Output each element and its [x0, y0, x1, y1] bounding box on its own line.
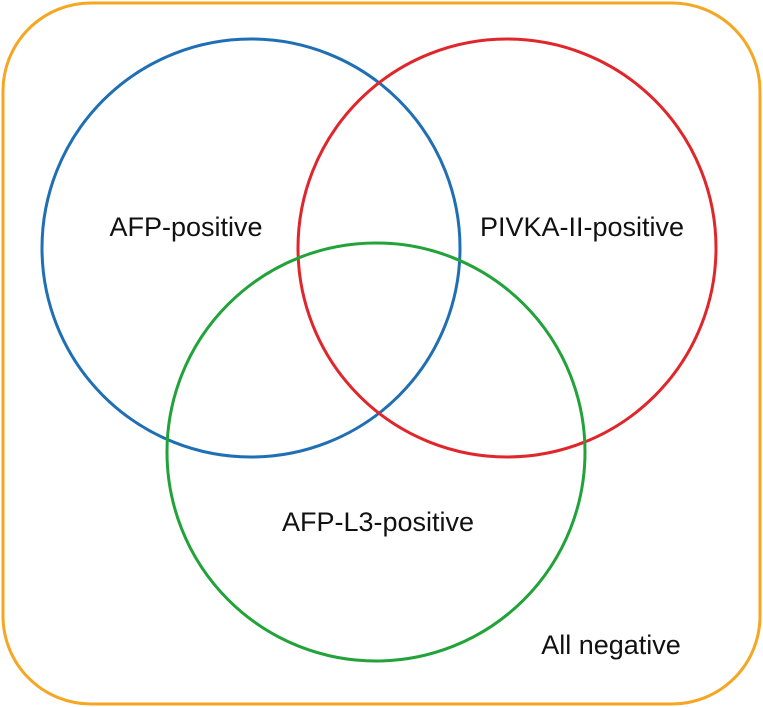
all-negative-label: All negative	[541, 630, 681, 660]
pivka-ii-positive-circle	[296, 37, 718, 459]
afp-l3-positive-label: AFP-L3-positive	[282, 507, 474, 537]
afp-l3-positive-circle	[165, 241, 587, 663]
pivka-ii-positive-label: PIVKA-II-positive	[480, 212, 684, 242]
afp-positive-circle	[40, 37, 462, 459]
afp-positive-label: AFP-positive	[109, 212, 262, 242]
